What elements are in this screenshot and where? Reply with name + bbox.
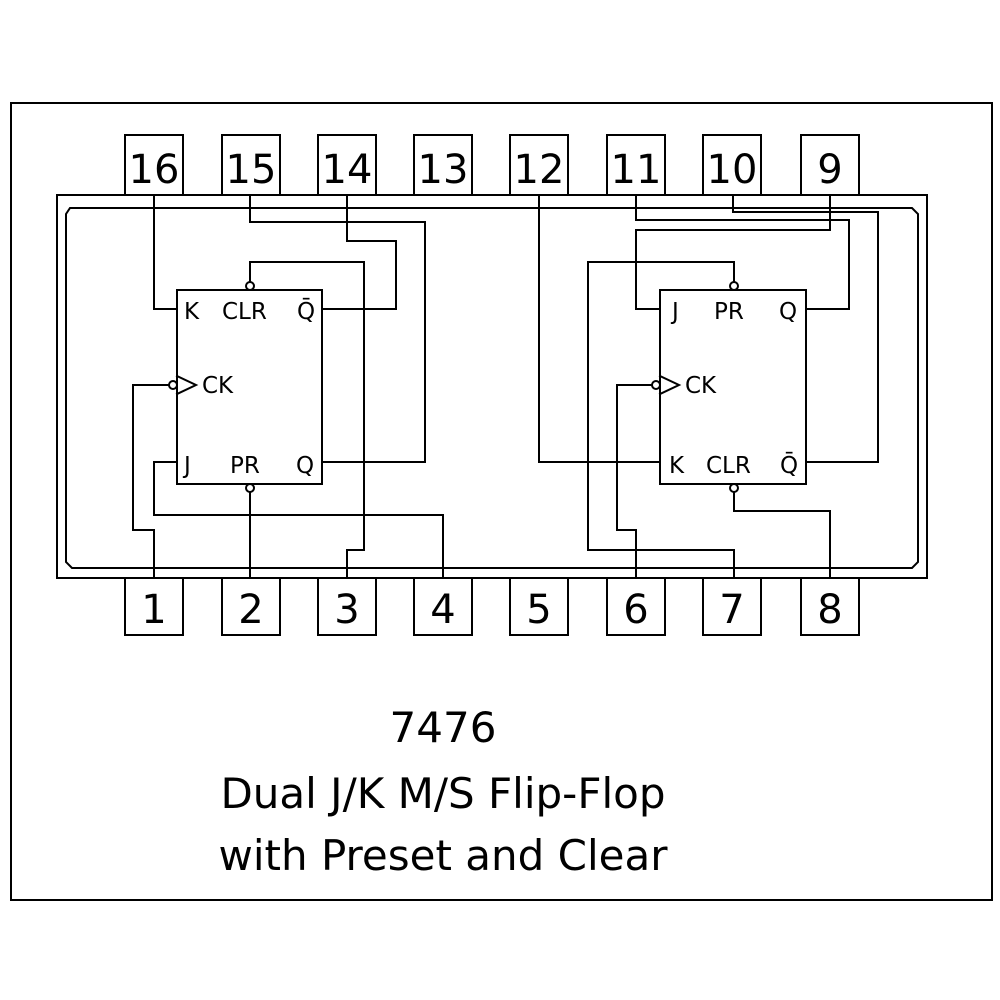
pin-label-8: 8 xyxy=(817,587,842,633)
ff1-clr-bubble-icon xyxy=(245,281,255,291)
ic-inner-outline xyxy=(65,207,919,569)
ff2-k-label: K xyxy=(669,453,685,479)
wire-pin16-k1 xyxy=(153,194,178,310)
pin-label-15: 15 xyxy=(226,147,277,193)
wire-pin10-qbar2 xyxy=(732,194,879,463)
pin-box-7 xyxy=(702,577,762,636)
pin-label-13: 13 xyxy=(418,147,469,193)
ff1-k-label: K xyxy=(184,299,200,325)
flipflop-right: J PR Q CK K CLR Q̄ xyxy=(651,281,807,493)
ff2-j-label: J xyxy=(670,299,679,325)
bottom-pin-row: 1 2 3 4 5 6 7 8 xyxy=(124,577,860,636)
ff1-pr-bubble-icon xyxy=(245,483,255,493)
pin-label-7: 7 xyxy=(719,587,744,633)
pin-label-6: 6 xyxy=(623,587,648,633)
ff1-pr-label: PR xyxy=(230,453,260,479)
ff1-clock-bubble-icon xyxy=(168,380,178,390)
wire-pin3-clr1 xyxy=(249,261,365,579)
wire-pin7-pr2 xyxy=(587,261,735,579)
ff1-q-label: Q xyxy=(296,453,314,479)
description-line-1: Dual J/K M/S Flip-Flop xyxy=(220,769,665,818)
outer-frame xyxy=(10,102,993,901)
wire-pin8-clr2 xyxy=(733,491,831,579)
pin-label-14: 14 xyxy=(322,147,373,193)
flipflop-left: K CLR Q̄ CK J PR Q xyxy=(168,281,323,493)
ff1-clr-label: CLR xyxy=(222,299,267,325)
ff1-ck-label: CK xyxy=(202,373,234,399)
ff1-j-label: J xyxy=(182,453,191,479)
pin-label-16: 16 xyxy=(129,147,180,193)
pin-label-4: 4 xyxy=(430,587,455,633)
pin-label-11: 11 xyxy=(611,147,662,193)
pin-label-3: 3 xyxy=(334,587,359,633)
pin-box-5 xyxy=(509,577,569,636)
part-number: 7476 xyxy=(390,703,497,752)
wire-pin11-q2 xyxy=(635,194,850,310)
ff2-clock-bubble-icon xyxy=(651,380,661,390)
ff2-clock-triangle-icon xyxy=(658,374,682,396)
ff2-qbar-label: Q̄ xyxy=(780,451,798,479)
wires-right xyxy=(538,194,879,579)
ff2-q-label: Q xyxy=(779,299,797,325)
ff2-ck-label: CK xyxy=(685,373,717,399)
pin-label-9: 9 xyxy=(817,147,842,193)
wire-pin12-k2 xyxy=(538,194,661,463)
wires-left xyxy=(132,194,444,579)
ff1-clock-triangle-icon xyxy=(175,374,199,396)
wire-pin6-ck2 xyxy=(616,384,653,579)
wire-pin15-q1 xyxy=(249,194,426,463)
ff2-clr-label: CLR xyxy=(706,453,751,479)
ff1-qbar-label: Q̄ xyxy=(297,297,315,325)
pin-box-13 xyxy=(413,134,473,196)
pin-label-2: 2 xyxy=(238,587,263,633)
ic-body xyxy=(56,194,928,579)
ff2-clr-bubble-icon xyxy=(729,483,739,493)
wire-pin14-qbar1 xyxy=(321,194,397,310)
pin-label-10: 10 xyxy=(707,147,758,193)
wire-pin1-ck1 xyxy=(132,384,170,579)
pin-label-12: 12 xyxy=(514,147,565,193)
wire-pin4-j1 xyxy=(153,461,444,579)
top-pin-row: 16 15 14 13 12 11 10 9 xyxy=(124,134,860,196)
pin-label-1: 1 xyxy=(141,587,166,633)
wire-pin9-j2 xyxy=(635,194,831,310)
description-line-2: with Preset and Clear xyxy=(219,831,669,880)
pin-label-5: 5 xyxy=(526,587,551,633)
ff2-pr-bubble-icon xyxy=(729,281,739,291)
ff2-pr-label: PR xyxy=(714,299,744,325)
